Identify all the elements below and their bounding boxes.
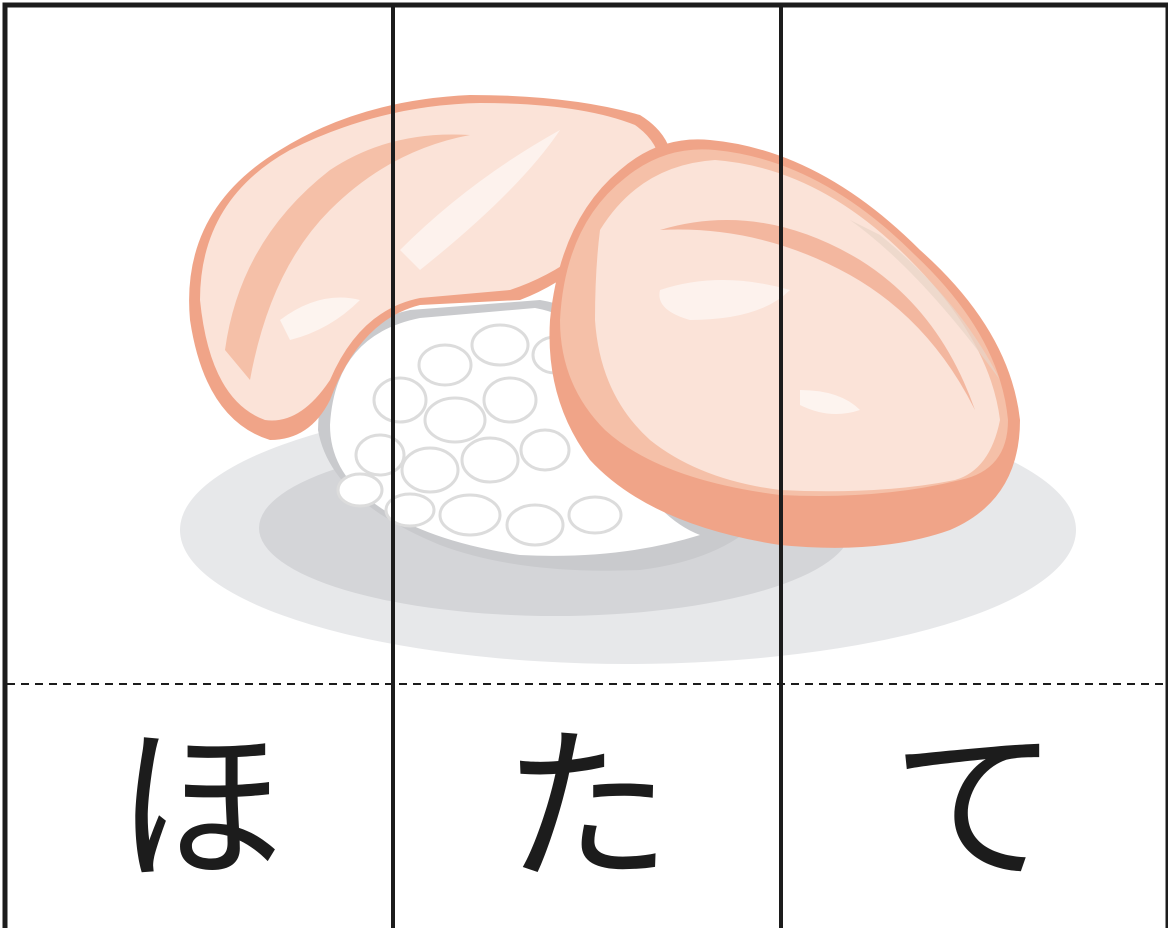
hiragana-letter-te: て (891, 710, 1059, 906)
scallop-slice-back (189, 95, 672, 440)
hiragana-letter-ho: ほ (116, 710, 284, 906)
scallop-slice-front (549, 139, 1020, 548)
hiragana-letter-ta: た (503, 710, 671, 906)
